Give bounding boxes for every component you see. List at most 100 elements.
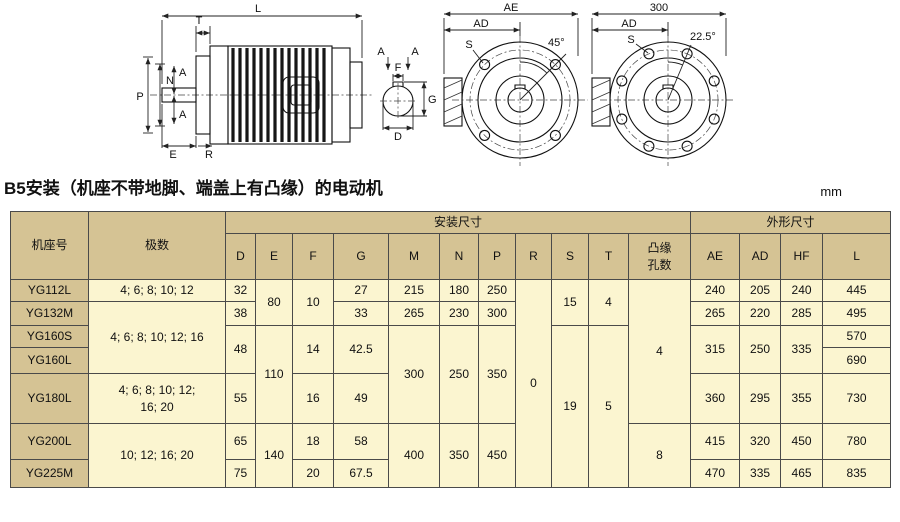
terminal-box	[591, 77, 611, 127]
value-cell: 48	[225, 325, 256, 374]
dim-label-L: L	[255, 3, 261, 15]
column-header-cell: T	[588, 233, 629, 280]
column-header-cell: E	[255, 233, 293, 280]
value-cell: 445	[822, 279, 892, 302]
column-header-cell: F	[292, 233, 334, 280]
poles-col-header: 极数	[88, 211, 226, 280]
value-cell: 315	[690, 325, 741, 374]
column-header-cell: P	[478, 233, 516, 280]
dim-label-T: T	[196, 15, 203, 27]
value-cell: 18	[292, 423, 334, 460]
value-cell: 780	[822, 423, 892, 460]
value-cell: 465	[780, 459, 824, 488]
dim-label-AD-8hole: AD	[621, 18, 636, 30]
section-label-A-left: A	[377, 46, 385, 58]
value-cell: 32	[225, 279, 256, 302]
value-cell: 265	[388, 301, 440, 326]
value-cell: 65	[225, 423, 256, 460]
unit-label: mm	[820, 184, 842, 199]
value-cell: 8	[627, 423, 692, 488]
drawings-svg: L T P N A A E R A A F G	[136, 2, 734, 166]
value-cell: 250	[739, 325, 782, 374]
end-view-4hole-drawing: AE AD S 45°	[443, 2, 588, 166]
value-cell: 335	[780, 325, 824, 374]
table-row: YG160L 690	[10, 347, 892, 374]
value-cell: 110	[255, 325, 293, 424]
value-cell: 33	[333, 301, 389, 326]
frame-number-cell: YG132M	[10, 301, 89, 326]
nameplate	[282, 76, 320, 114]
terminal-box	[443, 77, 463, 127]
value-cell: 15	[551, 279, 589, 326]
dim-label-R: R	[205, 149, 213, 161]
nameplate-inner	[290, 84, 312, 106]
value-cell: 10	[292, 279, 334, 326]
value-cell: 0	[515, 279, 552, 488]
value-cell: 285	[780, 301, 824, 326]
value-cell: 570	[822, 325, 892, 348]
value-cell: 42.5	[333, 325, 389, 374]
value-cell: 320	[739, 423, 782, 460]
technical-drawings: L T P N A A E R A A F G	[0, 0, 900, 170]
frame-number-cell: YG225M	[10, 459, 89, 488]
dim-label-D: D	[394, 131, 402, 143]
angle-label-22-5: 22.5°	[690, 31, 716, 43]
outline-dims-group-header: 外形尺寸	[690, 211, 892, 234]
value-cell: 67.5	[333, 459, 389, 488]
dim-label-P: P	[136, 91, 143, 103]
value-cell: 4	[588, 279, 629, 326]
value-cell: 295	[739, 373, 782, 424]
title-row: B5安装（机座不带地脚、端盖上有凸缘）的电动机 mm	[0, 170, 900, 211]
dim-label-AE: AE	[504, 2, 519, 14]
mounting-dims-group-header: 安装尺寸	[224, 211, 692, 234]
rear-hub	[349, 61, 363, 129]
column-header-cell: L	[822, 233, 892, 280]
value-cell: 205	[739, 279, 782, 302]
column-header-cell: HF	[780, 233, 824, 280]
frame-col-header: 机座号	[10, 211, 89, 280]
end-view-8hole-drawing: 300 AD S 22.5°	[591, 2, 734, 166]
value-cell: 80	[255, 279, 293, 326]
frame-number-cell: YG160L	[10, 347, 89, 374]
page-title: B5安装（机座不带地脚、端盖上有凸缘）的电动机	[4, 179, 383, 198]
value-cell: 16	[292, 373, 334, 424]
value-cell: 49	[333, 373, 389, 424]
value-cell: 19	[551, 325, 589, 488]
value-cell: 5	[588, 325, 629, 488]
value-cell: 250	[439, 325, 479, 424]
value-cell: 220	[739, 301, 782, 326]
column-header-cell: D	[225, 233, 256, 280]
value-cell: 55	[225, 373, 256, 424]
value-cell: 20	[292, 459, 334, 488]
value-cell: 350	[478, 325, 516, 424]
value-cell: 400	[388, 423, 440, 488]
cooling-fins	[231, 48, 326, 142]
value-cell: 450	[780, 423, 824, 460]
angle-label-45: 45°	[548, 37, 565, 49]
value-cell: 4	[627, 279, 692, 424]
value-cell: 38	[225, 301, 256, 326]
value-cell: 690	[822, 347, 892, 374]
dim-label-A-upper: A	[179, 67, 187, 79]
value-cell: 215	[388, 279, 440, 302]
dim-label-F: F	[395, 62, 402, 74]
flange-holes-col-header: 凸缘 孔数	[627, 233, 692, 280]
column-header-cell: G	[333, 233, 389, 280]
value-cell: 10; 12; 16; 20	[88, 423, 226, 488]
value-cell: 230	[439, 301, 479, 326]
dim-label-300: 300	[650, 2, 668, 14]
value-cell: 4; 6; 8; 10; 12; 16; 20	[88, 373, 226, 424]
column-header-cell: M	[388, 233, 440, 280]
shaft-section-drawing: A A F G D	[377, 46, 436, 143]
value-cell: 14	[292, 325, 334, 374]
frame-number-cell: YG112L	[10, 279, 89, 302]
value-cell: 75	[225, 459, 256, 488]
